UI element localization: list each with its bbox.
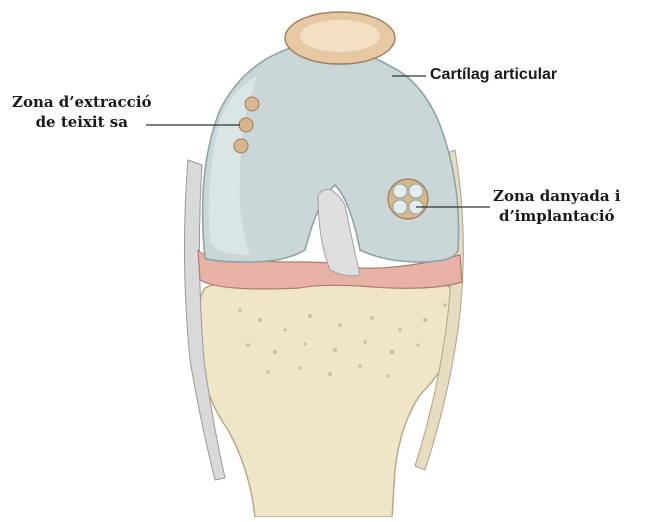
implant-plug	[393, 184, 407, 198]
implant-plug	[393, 200, 407, 214]
donor-plug	[239, 118, 253, 132]
implant-plug	[409, 184, 423, 198]
implant-defect	[388, 179, 428, 219]
label-damage-line2: d’implantació	[493, 206, 620, 226]
implant-zone	[388, 179, 428, 219]
label-damage-zone: Zona danyada i d’implantació	[493, 186, 620, 226]
label-cartilage: Cartílag articular	[430, 65, 557, 85]
label-extraction-zone: Zona d’extracció de teixit sa	[12, 92, 152, 132]
donor-plug	[234, 139, 248, 153]
patella-inner	[300, 20, 380, 52]
label-extraction-line2: de teixit sa	[12, 112, 152, 132]
tibia-bone	[198, 280, 459, 517]
label-extraction-line1: Zona d’extracció	[12, 92, 152, 112]
donor-plug	[245, 97, 259, 111]
label-damage-line1: Zona danyada i	[493, 186, 620, 206]
